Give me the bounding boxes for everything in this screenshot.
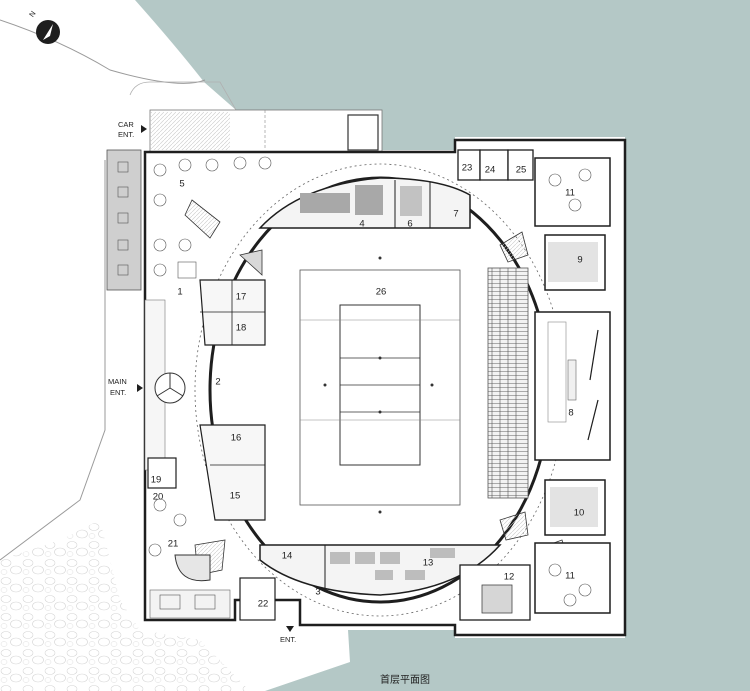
room-8-number: 8 xyxy=(568,408,573,419)
room-26-number: 26 xyxy=(376,287,387,298)
room-18-number: 18 xyxy=(236,323,247,334)
svg-text:ENT.: ENT. xyxy=(110,388,126,397)
room-1-number: 1 xyxy=(177,287,182,298)
north-arrow: N xyxy=(27,9,60,44)
room-23-number: 23 xyxy=(462,163,473,174)
west-rooms xyxy=(199,279,266,521)
room-2-number: 2 xyxy=(215,377,220,388)
car-entrance-label: CAR ENT. xyxy=(118,120,147,139)
room-14-number: 14 xyxy=(282,551,293,562)
plan-caption: 首层平面图 xyxy=(380,673,430,686)
room-12-number: 12 xyxy=(504,572,515,583)
svg-text:ENT.: ENT. xyxy=(280,635,296,644)
pebble-garden xyxy=(0,520,250,691)
room-13-number: 13 xyxy=(423,558,434,569)
room-19-number: 19 xyxy=(151,475,162,486)
north-label: N xyxy=(27,9,37,19)
room-4-number: 4 xyxy=(359,219,364,230)
room-5-number: 5 xyxy=(179,179,184,190)
car-canopy-hatch xyxy=(150,112,230,150)
room-7-number: 7 xyxy=(453,209,458,220)
svg-text:MAIN: MAIN xyxy=(108,377,127,386)
room-6-number: 6 xyxy=(407,219,412,230)
main-entrance-label: MAIN ENT. xyxy=(108,377,143,397)
south-entrance-label: ENT. xyxy=(280,626,296,644)
room-11b-number: 11 xyxy=(565,571,575,582)
site-boundary-line xyxy=(0,160,106,561)
room-11a-number: 11 xyxy=(565,188,575,199)
room-3-number: 3 xyxy=(315,587,320,598)
room-25-number: 25 xyxy=(516,165,527,176)
room-17-number: 17 xyxy=(236,292,247,303)
arena-floor xyxy=(299,269,461,506)
room-15-number: 15 xyxy=(230,491,241,502)
svg-text:CAR: CAR xyxy=(118,120,134,129)
room-24-number: 24 xyxy=(485,165,496,176)
room-9-number: 9 xyxy=(577,255,582,266)
west-colonnade xyxy=(106,149,142,291)
svg-text:ENT.: ENT. xyxy=(118,130,134,139)
water-area xyxy=(135,0,750,691)
furniture xyxy=(117,156,592,610)
room-20-number: 20 xyxy=(153,492,164,503)
room-10-number: 10 xyxy=(574,508,585,519)
grandstand xyxy=(487,267,529,499)
room-22-number: 22 xyxy=(258,599,269,610)
room-21-number: 21 xyxy=(168,539,179,550)
room-numbers: 1 2 3 4 5 6 7 8 9 10 11 11 12 13 14 15 1… xyxy=(151,163,585,610)
room-16-number: 16 xyxy=(231,433,242,444)
site-boundary-line-2 xyxy=(0,19,206,84)
site-boundary-line-3 xyxy=(129,81,237,111)
